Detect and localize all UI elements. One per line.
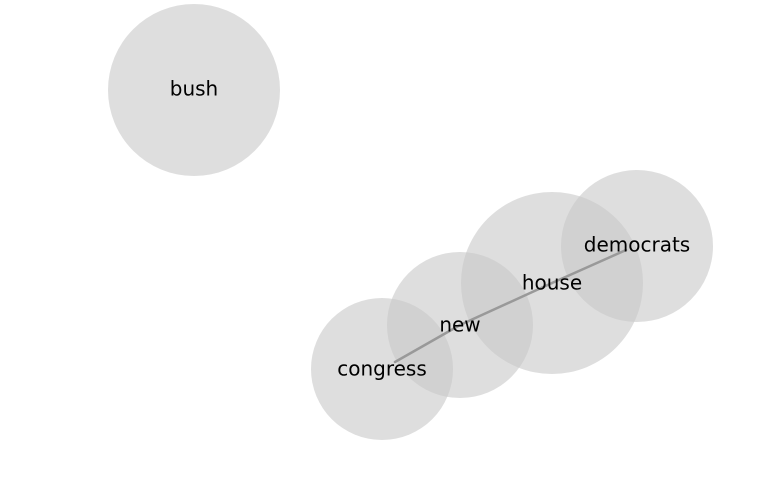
label-new: new bbox=[439, 313, 480, 337]
label-bush: bush bbox=[170, 77, 218, 101]
bubble-bush bbox=[108, 4, 280, 176]
label-democrats: democrats bbox=[584, 233, 690, 257]
link-new-house bbox=[458, 281, 554, 327]
link-congress-new bbox=[393, 323, 462, 364]
bubble-congress bbox=[311, 298, 453, 440]
label-house: house bbox=[522, 271, 582, 295]
label-congress: congress bbox=[337, 357, 427, 381]
link-house-democrats bbox=[550, 248, 628, 285]
